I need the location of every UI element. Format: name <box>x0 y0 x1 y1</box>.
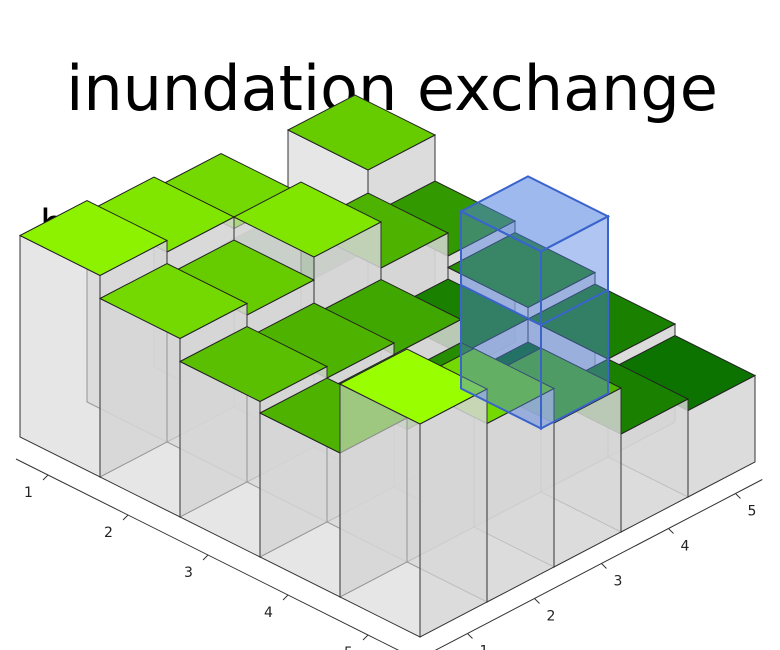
water-column <box>458 175 611 431</box>
row-axis-tick-label: 2 <box>104 525 113 541</box>
axes: 1 2 3 4 5 1 2 3 4 5 <box>15 458 763 650</box>
row-axis-tick <box>122 514 129 521</box>
row-axis-tick-label: 4 <box>264 605 273 621</box>
col-axis-tick <box>601 563 607 569</box>
row-axis-line <box>15 458 400 650</box>
row-axis-tick <box>42 474 49 481</box>
cell-top-face <box>286 94 437 171</box>
cell-top-face <box>18 199 169 277</box>
row-axis-tick <box>282 594 289 601</box>
cell-top-face <box>98 262 249 340</box>
row-axis-tick-label: 1 <box>24 485 33 501</box>
row-axis-tick <box>362 634 369 641</box>
water-face <box>540 214 609 431</box>
row-axis-tick-label: 3 <box>184 565 193 581</box>
terrain-grid <box>18 94 757 638</box>
col-axis-tick-label: 3 <box>614 574 623 590</box>
cell-side-face <box>19 234 101 478</box>
col-axis-tick-label: 2 <box>547 609 556 625</box>
cell-top-face <box>338 348 489 425</box>
diagram-title: inundation exchange <box>66 52 718 125</box>
cell-side-face <box>339 383 421 638</box>
cell-top-face <box>232 181 383 258</box>
water-level-line <box>460 284 609 327</box>
row-axis-tick-label: 5 <box>344 645 353 650</box>
col-axis-tick <box>668 528 674 534</box>
cell-top-face <box>178 325 329 403</box>
cell-top-face <box>446 231 597 309</box>
col-axis-tick-label: 1 <box>480 644 489 650</box>
cell-top-face <box>526 283 677 360</box>
col-axis-tick <box>467 633 473 639</box>
terrain-cell-5-1 <box>338 348 489 638</box>
cell-front-face <box>419 388 488 638</box>
water-face <box>458 175 611 253</box>
col-axis-tick-label: 4 <box>681 539 690 555</box>
col-axis-tick <box>735 493 741 499</box>
col-axis-tick <box>534 598 540 604</box>
col-axis-tick-label: 5 <box>748 504 757 520</box>
col-axis-line <box>434 479 763 650</box>
row-axis-tick <box>202 554 209 561</box>
